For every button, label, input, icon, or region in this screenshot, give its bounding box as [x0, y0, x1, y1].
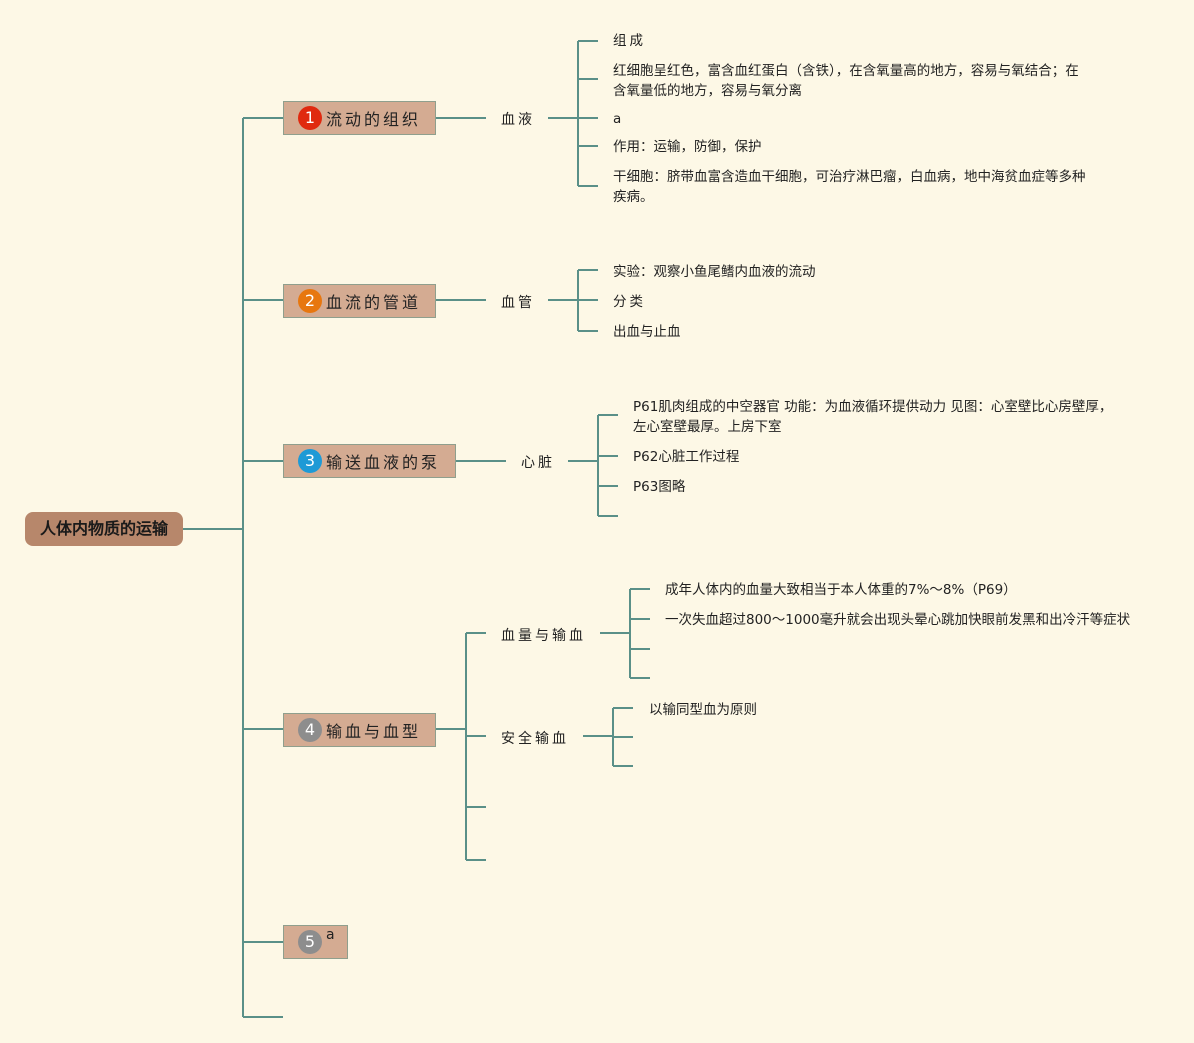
leaf-stem-cells-line1[interactable]: 干细胞：脐带血富含造血干细胞，可治疗淋巴瘤，白血病，地中海贫血症等多种 [613, 169, 1086, 185]
topic-heart[interactable]: 心脏 [521, 455, 555, 471]
leaf-bleeding[interactable]: 出血与止血 [613, 324, 681, 340]
root-node[interactable]: 人体内物质的运输 [25, 512, 183, 546]
leaf-classification[interactable]: 分类 [613, 294, 646, 310]
leaf-function[interactable]: 作用：运输，防御，保护 [613, 139, 762, 155]
topic-safe-transfusion[interactable]: 安全输血 [501, 731, 569, 747]
topic-vessels[interactable]: 血管 [501, 295, 535, 311]
number-badge-icon: 2 [298, 289, 322, 313]
branch-3-label: 输送血液的泵 [326, 453, 441, 472]
leaf-p63[interactable]: P63图略 [633, 479, 686, 495]
leaf-composition[interactable]: 组成 [613, 33, 646, 49]
leaf-blood-loss[interactable]: 一次失血超过800～1000毫升就会出现头晕心跳加快眼前发黑和出冷汗等症状 [665, 612, 1131, 628]
branch-5-label: a [326, 927, 335, 943]
number-badge-icon: 1 [298, 106, 322, 130]
branch-5-node[interactable]: 5 a [283, 925, 348, 959]
number-badge-icon: 5 [298, 930, 322, 954]
leaf-p62[interactable]: P62心脏工作过程 [633, 449, 740, 465]
branch-4-node[interactable]: 4 输血与血型 [283, 713, 436, 747]
leaf-a[interactable]: a [613, 111, 622, 127]
number-badge-icon: 4 [298, 718, 322, 742]
leaf-p61-line2[interactable]: 左心室壁最厚。上房下室 [633, 419, 782, 435]
branch-2-node[interactable]: 2 血流的管道 [283, 284, 436, 318]
branch-3-node[interactable]: 3 输送血液的泵 [283, 444, 456, 478]
leaf-p61-line1[interactable]: P61肌肉组成的中空器官 功能：为血液循环提供动力 见图：心室壁比心房壁厚， [633, 399, 1113, 415]
leaf-stem-cells-line2[interactable]: 疾病。 [613, 189, 654, 205]
leaf-experiment[interactable]: 实验：观察小鱼尾鳍内血液的流动 [613, 264, 816, 280]
topic-blood-volume[interactable]: 血量与输血 [501, 628, 586, 644]
branch-4-label: 输血与血型 [326, 722, 422, 741]
branch-1-label: 流动的组织 [326, 110, 422, 129]
leaf-same-type[interactable]: 以输同型血为原则 [649, 702, 757, 718]
leaf-red-cells-line1[interactable]: 红细胞呈红色，富含血红蛋白（含铁），在含氧量高的地方，容易与氧结合；在 [613, 63, 1079, 79]
leaf-red-cells-line2[interactable]: 含氧量低的地方，容易与氧分离 [613, 83, 802, 99]
topic-blood[interactable]: 血液 [501, 112, 535, 128]
branch-2-label: 血流的管道 [326, 293, 422, 312]
branch-1-node[interactable]: 1 流动的组织 [283, 101, 436, 135]
number-badge-icon: 3 [298, 449, 322, 473]
leaf-blood-volume[interactable]: 成年人体内的血量大致相当于本人体重的7%～8%（P69） [665, 582, 1017, 598]
